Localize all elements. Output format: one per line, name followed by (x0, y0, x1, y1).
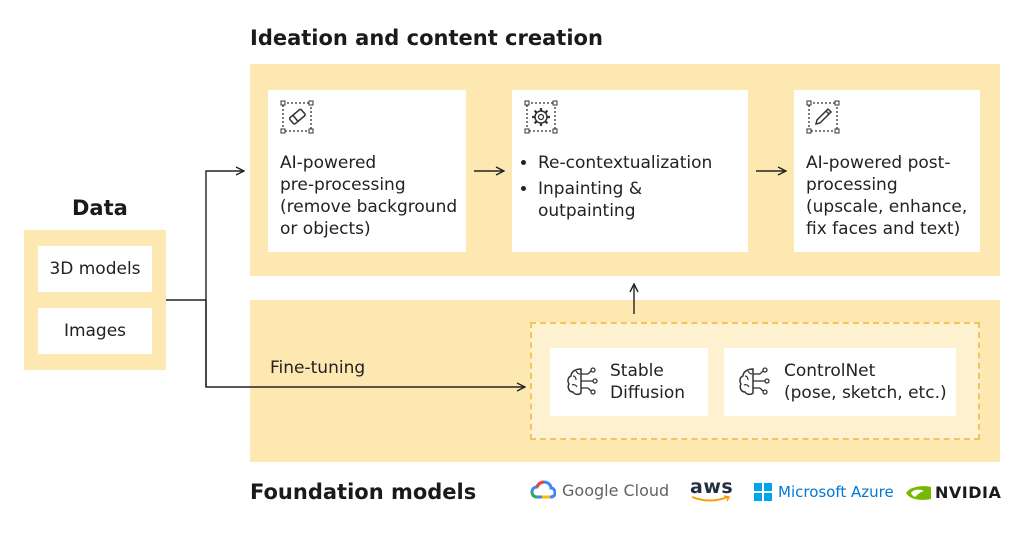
preprocessing-text: AI-powered pre-processing (remove backgr… (280, 153, 458, 239)
eraser-icon (280, 100, 314, 134)
postprocessing-card: AI-powered post- processing (upscale, en… (794, 90, 980, 252)
ideation-title: Ideation and content creation (250, 26, 603, 50)
controlnet-card: ControlNet (pose, sketch, etc.) (724, 348, 956, 416)
contextualization-card: Re-contextualization Inpainting & outpai… (512, 90, 748, 252)
data-title: Data (72, 196, 128, 220)
fine-tuning-label: Fine-tuning (270, 358, 366, 378)
data-item-images: Images (38, 308, 152, 354)
aws-logo: aws (690, 476, 733, 503)
aws-smile-icon (691, 495, 731, 502)
google-cloud-logo: Google Cloud (530, 480, 669, 500)
brain-circuit-icon (736, 364, 770, 398)
google-cloud-icon (530, 480, 556, 499)
preprocessing-card: AI-powered pre-processing (remove backgr… (268, 90, 466, 252)
data-to-models-arrow (205, 300, 525, 387)
contextualization-text: Re-contextualization Inpainting & outpai… (516, 152, 742, 226)
data-item-3d-models: 3D models (38, 246, 152, 292)
brain-circuit-icon (564, 364, 598, 398)
nvidia-logo: NVIDIA (904, 483, 1001, 502)
bullet-recontextualization: Re-contextualization (538, 152, 742, 174)
nvidia-eye-icon (906, 485, 931, 500)
data-to-ideation-arrow (205, 171, 244, 387)
microsoft-azure-logo: Microsoft Azure (754, 483, 894, 501)
postprocessing-text: AI-powered post- processing (upscale, en… (806, 153, 968, 239)
bullet-inpainting: Inpainting & outpainting (538, 178, 658, 222)
foundation-title: Foundation models (250, 480, 477, 504)
gear-icon (524, 100, 558, 134)
pencil-icon (806, 100, 840, 134)
microsoft-windows-icon (754, 483, 772, 501)
stable-diffusion-card: Stable Diffusion (550, 348, 708, 416)
